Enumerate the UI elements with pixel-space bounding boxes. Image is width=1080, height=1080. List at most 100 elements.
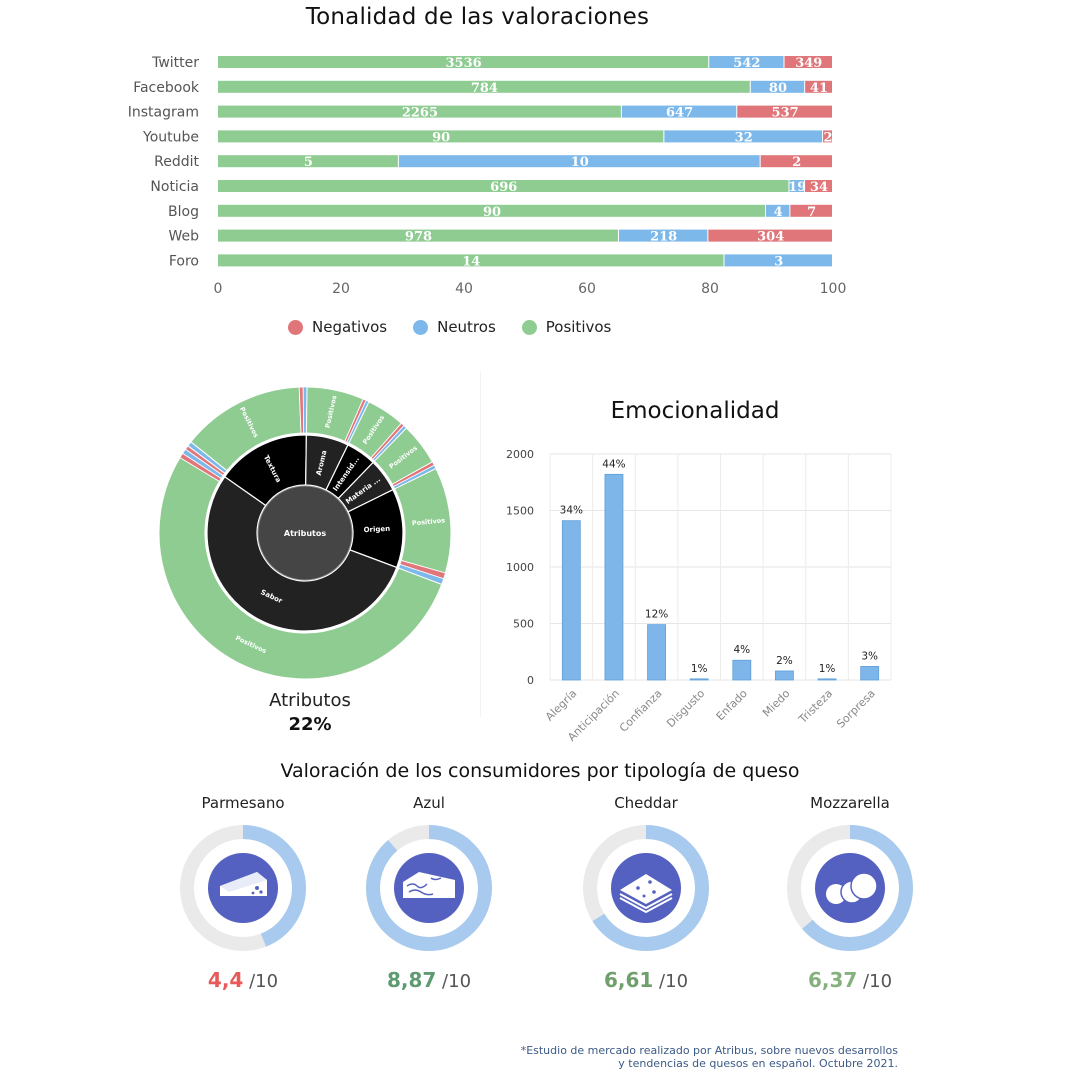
tone-bar-label: 2265 — [402, 106, 438, 121]
tone-category-label: Instagram — [128, 105, 199, 121]
tone-bar-segment[interactable] — [218, 105, 621, 118]
cheese-score-value: 4,4 — [207, 968, 244, 992]
tone-bar-label: 90 — [432, 130, 450, 145]
tone-bar-segment[interactable] — [750, 80, 805, 93]
tone-bar-label: 537 — [772, 106, 799, 121]
sunburst-tone-segment[interactable] — [182, 448, 224, 480]
cheese-score-ring — [787, 825, 913, 951]
tone-bar-segment[interactable] — [790, 204, 832, 217]
tone-bar-segment[interactable] — [766, 204, 790, 217]
tone-category-label: Reddit — [154, 154, 199, 170]
emotion-x-label: Disgusto — [664, 687, 707, 730]
tone-x-tick: 80 — [701, 281, 719, 297]
attributes-sunburst: TexturaPositivosAromaPositivosIntensid..… — [158, 386, 452, 680]
emotion-y-tick: 0 — [527, 674, 534, 687]
tone-bar-segment[interactable] — [218, 204, 766, 217]
sunburst-caption: Atributos — [269, 690, 351, 711]
blue-cheese-icon — [403, 872, 455, 898]
tone-bar-segment[interactable] — [737, 105, 832, 118]
emotion-bar-label: 4% — [733, 644, 750, 656]
emotion-y-tick: 1000 — [506, 561, 534, 574]
tone-bar-segment[interactable] — [760, 155, 832, 168]
cheese-name: Azul — [413, 794, 445, 812]
sunburst-center[interactable] — [257, 485, 353, 581]
tone-bar-segment[interactable] — [789, 180, 805, 192]
emotion-bar[interactable] — [647, 624, 666, 681]
emotion-y-tick: 2000 — [506, 448, 534, 461]
emotion-bar[interactable] — [775, 670, 794, 681]
emotion-bar-label: 2% — [776, 655, 793, 667]
tone-bar-segment[interactable] — [618, 229, 708, 242]
emotion-bar[interactable] — [604, 473, 624, 681]
cheese-score: 8,87 /10 — [329, 968, 529, 992]
sunburst-tone-segment[interactable] — [158, 456, 443, 680]
sunburst-center-label: Atributos — [284, 529, 326, 538]
tone-bar-segment[interactable] — [805, 80, 832, 93]
legend-label-neutros: Neutros — [437, 318, 496, 336]
mozzarella-balls-icon — [826, 872, 878, 904]
tone-category-label: Blog — [168, 204, 199, 220]
tone-category-label: Web — [168, 229, 199, 245]
tone-x-tick: 20 — [332, 281, 350, 297]
tone-category-label: Facebook — [133, 80, 200, 96]
tone-bar-label: 349 — [795, 56, 822, 71]
emotion-bar[interactable] — [732, 659, 752, 681]
tone-bar-segment[interactable] — [218, 155, 398, 168]
tone-legend: Negativos Neutros Positivos — [288, 318, 611, 336]
legend-dot-positivos — [521, 319, 537, 335]
footnote: *Estudio de mercado realizado por Atribu… — [521, 1044, 898, 1070]
tone-bar-label: 7 — [807, 205, 816, 220]
legend-item-positivos[interactable]: Positivos — [521, 318, 612, 336]
emotion-bar-label: 44% — [602, 458, 625, 470]
tone-bar-segment[interactable] — [218, 254, 724, 267]
tone-bar-label: 32 — [735, 130, 753, 145]
footnote-line-2: y tendencias de quesos en español. Octub… — [618, 1057, 898, 1070]
tone-bar-segment[interactable] — [708, 229, 832, 242]
legend-label-positivos: Positivos — [545, 318, 612, 336]
tone-bar-segment[interactable] — [218, 180, 789, 192]
cheese-score-ring — [180, 825, 306, 951]
emotion-bar-label: 1% — [691, 663, 708, 675]
legend-item-neutros[interactable]: Neutros — [413, 318, 496, 336]
tone-x-tick: 60 — [578, 281, 596, 297]
tone-bar-segment[interactable] — [398, 155, 760, 168]
tone-bar-label: 80 — [769, 81, 787, 96]
tone-bar-label: 3 — [774, 254, 783, 269]
emotion-y-tick: 1500 — [506, 505, 534, 518]
tone-bar-label: 696 — [490, 180, 517, 195]
legend-dot-negativos — [288, 319, 303, 335]
tone-bar-segment[interactable] — [805, 180, 832, 192]
emotion-chart-title: Emocionalidad — [610, 398, 780, 424]
emotion-bar[interactable] — [860, 666, 880, 681]
tone-bar-segment[interactable] — [784, 56, 832, 68]
tone-bar-label: 304 — [757, 230, 784, 245]
ring-progress — [180, 825, 306, 951]
emotion-x-label: Enfado — [714, 687, 750, 723]
emotion-bar[interactable] — [817, 678, 837, 681]
emotion-bar[interactable] — [561, 520, 581, 681]
cheese-score: 6,37 /10 — [750, 968, 950, 992]
emotion-bar[interactable] — [689, 678, 709, 681]
cheese-score: 4,4 /10 — [143, 968, 343, 992]
sunburst-attribute-label: Origen — [363, 525, 390, 534]
tone-bar-segment[interactable] — [709, 56, 784, 68]
tone-bar-segment[interactable] — [823, 130, 832, 143]
tone-bar-label: 784 — [471, 81, 498, 96]
sunburst-attribute-segment[interactable] — [206, 475, 398, 632]
legend-item-negativos[interactable]: Negativos — [288, 318, 387, 336]
tone-bar-segment[interactable] — [218, 130, 664, 143]
tone-bar-label: 5 — [304, 155, 313, 170]
tone-bar-segment[interactable] — [218, 56, 709, 68]
tone-bar-segment[interactable] — [664, 130, 823, 143]
tone-category-label: Foro — [169, 253, 199, 269]
cheese-section-title: Valoración de los consumidores por tipol… — [280, 760, 800, 782]
tone-bar-segment[interactable] — [724, 254, 832, 267]
emotion-x-label: Sorpresa — [834, 687, 878, 731]
tone-bar-segment[interactable] — [218, 80, 750, 93]
cheese-score-denominator: /10 — [653, 971, 689, 992]
tone-bar-segment[interactable] — [621, 105, 737, 118]
emotion-bar-label: 3% — [861, 650, 878, 662]
tone-bar-segment[interactable] — [218, 229, 618, 242]
